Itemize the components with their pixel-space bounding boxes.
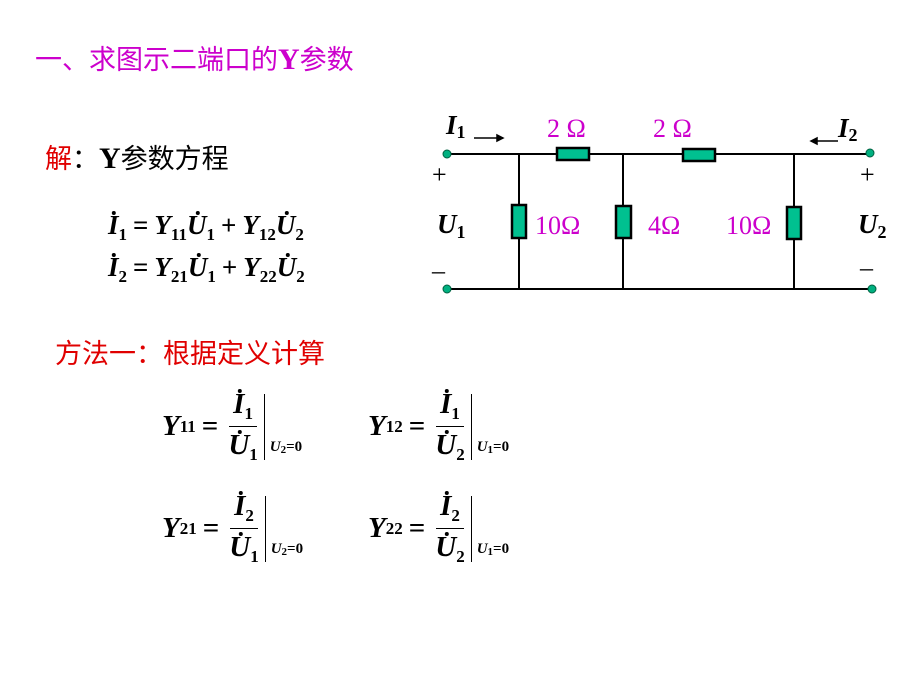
port1-top-terminal — [442, 149, 452, 159]
port2-bottom-terminal — [867, 284, 877, 294]
shunt-resistor-3-label: 10Ω — [726, 211, 771, 240]
port2-top-terminal — [865, 148, 875, 158]
series-resistor-1-label: 2 Ω — [547, 114, 586, 143]
shunt-resistor-2-label: 4Ω — [648, 211, 680, 240]
y-equation-1: I1=Y11U1+Y12U2 — [108, 210, 304, 244]
port1-bottom-terminal — [442, 284, 452, 294]
series-resistor-2 — [681, 147, 717, 163]
y-equation-2: I2=Y21U1+Y22U2 — [108, 252, 305, 286]
shunt-resistor-1-label: 10Ω — [535, 211, 580, 240]
port2-minus: – — [859, 253, 874, 282]
port1-plus: + — [432, 160, 447, 189]
shunt-resistor-2 — [614, 204, 633, 240]
current-arrows — [474, 133, 838, 146]
shunt-resistor-1 — [510, 203, 528, 240]
port1-minus: – — [431, 256, 446, 285]
slide-title: 一、求图示二端口的Y参数 — [35, 43, 354, 76]
method-heading: 方法一：根据定义计算 — [55, 339, 325, 370]
shunt-resistor-3 — [785, 205, 803, 241]
port2-plus: + — [860, 160, 875, 189]
voltage-u1-label: U1 — [437, 209, 466, 242]
series-resistor-1 — [555, 146, 591, 162]
current-i1-label: I1 — [445, 110, 466, 142]
series-resistor-2-label: 2 Ω — [653, 114, 692, 143]
voltage-u2-label: U2 — [858, 209, 887, 242]
current-i2-label: I2 — [837, 113, 858, 145]
solution-heading: 解：Y参数方程 — [45, 142, 229, 175]
